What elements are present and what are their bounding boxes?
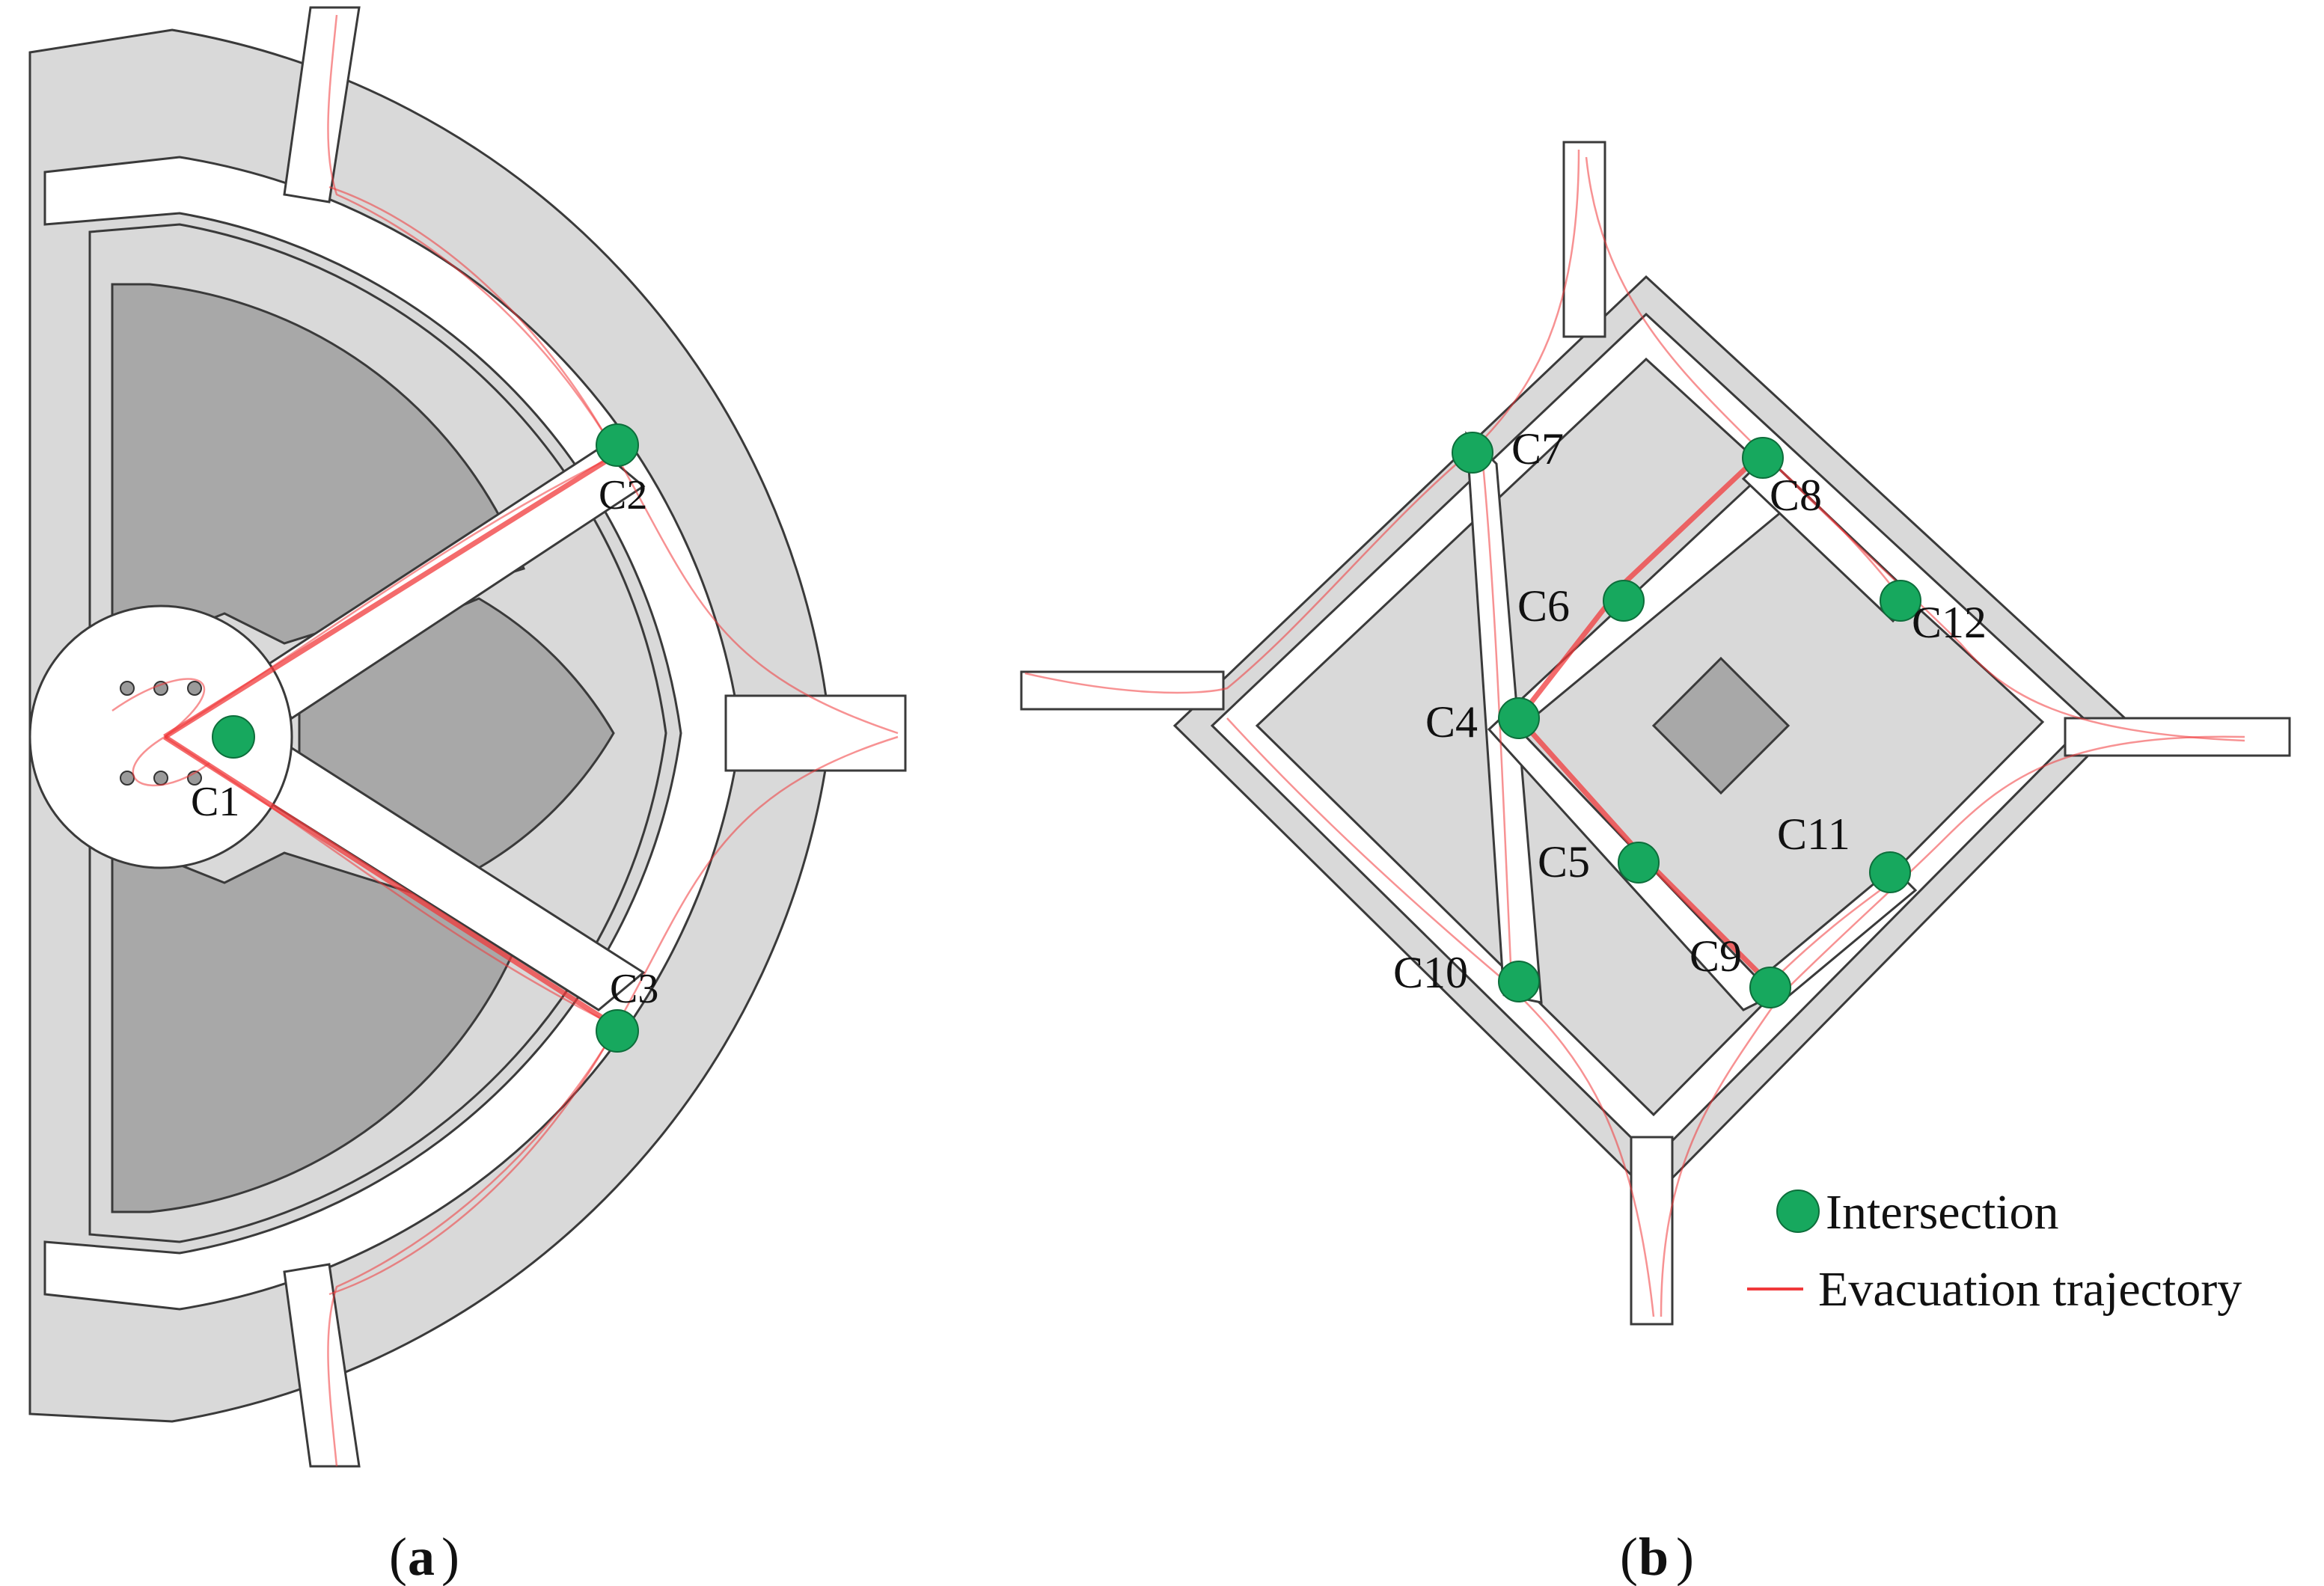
intersection-node-c8 <box>1742 437 1784 479</box>
legend-trajectory-label: Evacuation trajectory <box>1818 1262 2242 1317</box>
legend-intersection-marker <box>1776 1190 1820 1233</box>
label-c12: C12 <box>1912 598 1987 647</box>
intersection-node-c11 <box>1869 851 1911 893</box>
intersection-node-c4 <box>1498 697 1540 739</box>
intersection-node-c10 <box>1498 961 1540 1002</box>
label-c6: C6 <box>1517 581 1570 631</box>
intersection-node-c6 <box>1603 580 1645 622</box>
inner-diamond <box>1255 357 2045 1117</box>
svg-text:): ) <box>441 1527 459 1586</box>
intersection-node-c5 <box>1618 842 1660 884</box>
caption-a: ( a ) <box>389 1527 459 1586</box>
central-core <box>1651 656 1791 795</box>
middle-core <box>298 597 615 869</box>
label-c10: C10 <box>1393 948 1468 997</box>
lower-core <box>111 836 525 1213</box>
legend: Intersection Evacuation trajectory <box>1747 1185 2242 1317</box>
label-c5: C5 <box>1538 837 1590 887</box>
label-c9: C9 <box>1690 931 1742 981</box>
label-c1: C1 <box>191 779 239 825</box>
label-c3: C3 <box>610 966 658 1012</box>
panel-b-floorplan: C4 C5 C6 C7 C8 C9 C10 C11 C12 Intersecti… <box>1020 141 2291 1326</box>
label-c11: C11 <box>1777 809 1850 859</box>
intersection-node-c7 <box>1452 432 1493 474</box>
caption-b-letter: b <box>1639 1527 1669 1586</box>
hub-circle <box>28 604 293 869</box>
exit-top <box>283 6 361 203</box>
svg-text:): ) <box>1676 1527 1694 1586</box>
svg-text:(: ( <box>389 1527 407 1586</box>
exit-north <box>1562 141 1606 338</box>
trajectories-a <box>111 14 899 1467</box>
legend-intersection-label: Intersection <box>1826 1185 2059 1240</box>
label-c4: C4 <box>1425 697 1478 747</box>
panel-a-floorplan: C1 C2 C3 <box>28 6 907 1468</box>
svg-text:(: ( <box>1620 1527 1638 1586</box>
intersection-node-c12 <box>1880 580 1921 622</box>
label-c2: C2 <box>599 472 647 518</box>
label-c7: C7 <box>1511 424 1564 474</box>
caption-b: ( b ) <box>1620 1527 1694 1586</box>
intersection-node-c2 <box>596 423 639 467</box>
intersection-node-c9 <box>1749 967 1791 1008</box>
exit-south <box>1630 1136 1674 1326</box>
exit-right <box>724 694 907 772</box>
caption-a-letter: a <box>408 1527 435 1586</box>
exit-bottom <box>283 1263 361 1468</box>
intersection-node-c1 <box>212 715 255 759</box>
intersection-node-c3 <box>596 1009 639 1053</box>
label-c8: C8 <box>1770 471 1822 520</box>
